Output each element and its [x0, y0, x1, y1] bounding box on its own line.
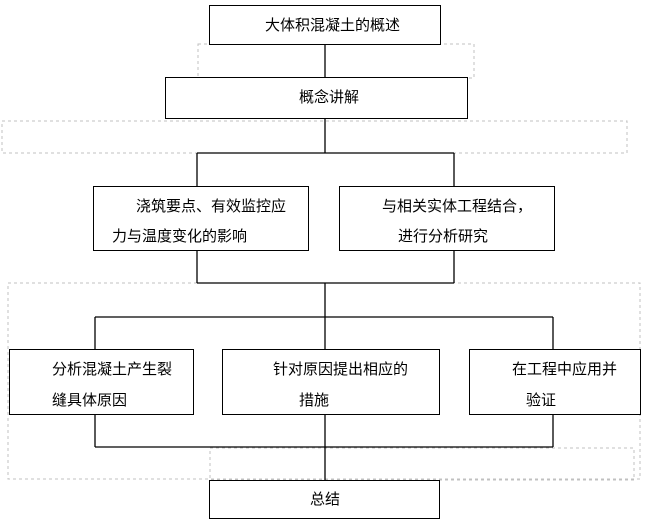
node-overview: 大体积混凝土的概述 [209, 5, 441, 45]
node-engineering: 与相关实体工程结合， 进行分析研究 [339, 186, 555, 251]
node-cracks: 分析混凝土产生裂 缝具体原因 [9, 349, 194, 415]
node-engineering-label-1: 与相关实体工程结合， [382, 197, 533, 215]
node-measures-label-1: 针对原因提出相应的 [273, 360, 409, 378]
dashed-guide-inner [209, 447, 635, 481]
node-measures: 针对原因提出相应的 措施 [222, 349, 440, 415]
node-verify-label-2: 验证 [526, 391, 557, 409]
node-concept-label: 概念讲解 [299, 88, 360, 106]
node-summary-label: 总结 [310, 490, 341, 508]
dashed-guide-concept [1, 120, 628, 154]
dashed-guide-top [197, 43, 475, 79]
node-pouring-label-2: 力与温度变化的影响 [112, 227, 248, 245]
node-measures-label-2: 措施 [299, 391, 330, 409]
node-overview-label: 大体积混凝土的概述 [265, 16, 401, 34]
node-verify: 在工程中应用并 验证 [469, 349, 641, 415]
node-pouring-label-1: 浇筑要点、有效监控应 [136, 197, 287, 215]
node-engineering-label-2: 进行分析研究 [398, 227, 489, 245]
node-cracks-label-1: 分析混凝土产生裂 [52, 360, 173, 378]
node-pouring: 浇筑要点、有效监控应 力与温度变化的影响 [93, 186, 309, 251]
node-verify-label-1: 在工程中应用并 [512, 360, 618, 378]
node-cracks-label-2: 缝具体原因 [52, 391, 128, 409]
node-summary: 总结 [209, 480, 440, 519]
node-concept: 概念讲解 [165, 77, 468, 119]
